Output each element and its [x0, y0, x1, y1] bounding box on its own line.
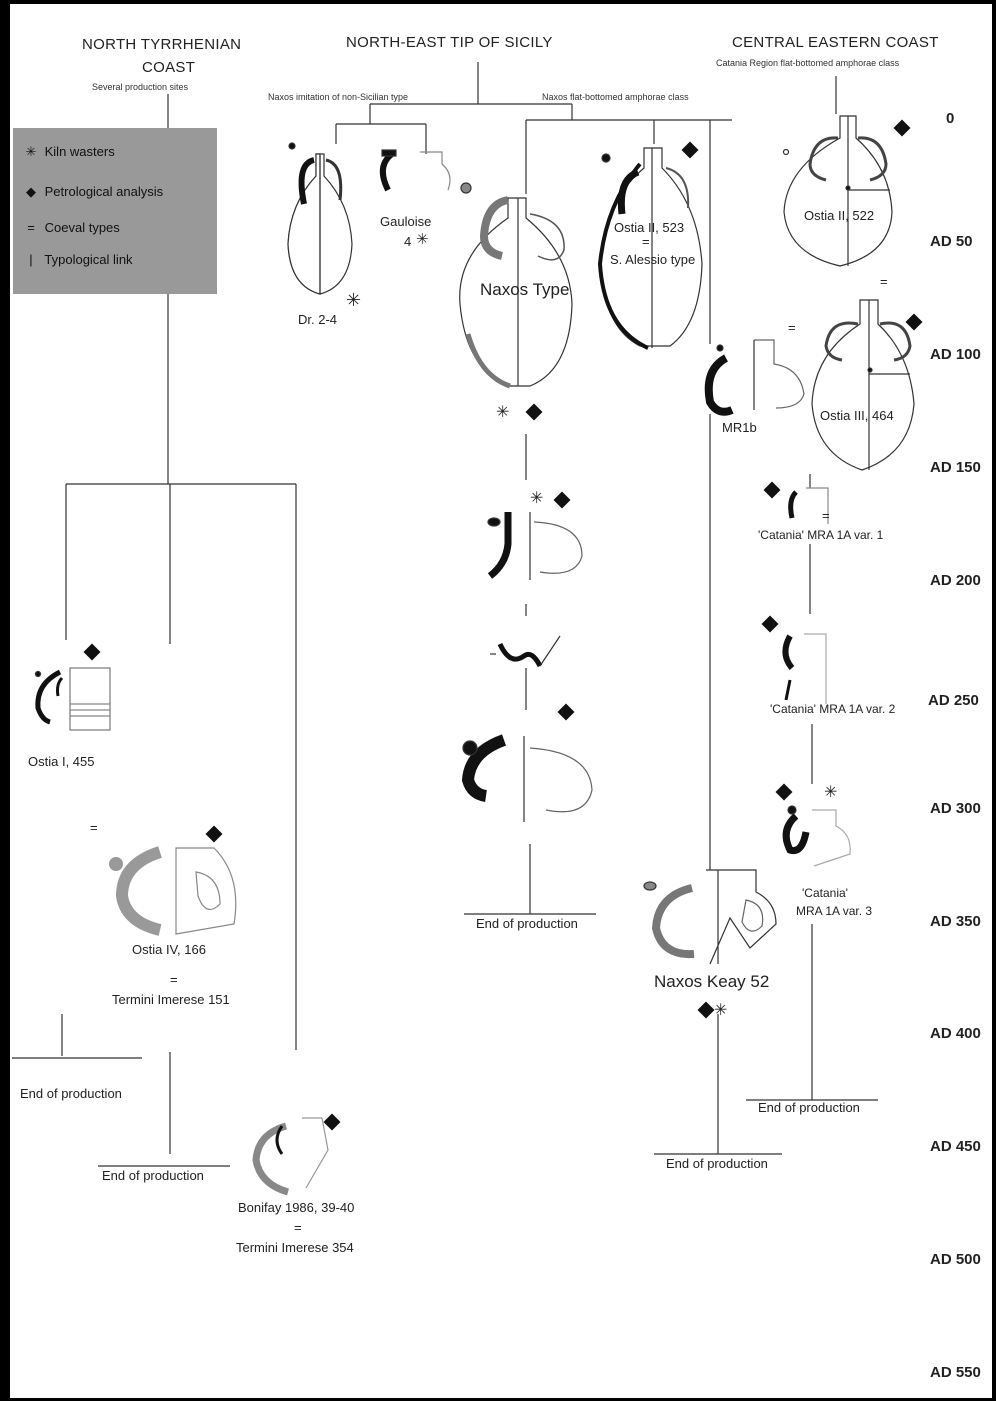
timeline-label: AD 550: [930, 1364, 981, 1381]
timeline-label: AD 500: [930, 1251, 981, 1268]
timeline-label: AD 50: [930, 233, 973, 250]
petrological-markers: [83, 119, 923, 1131]
timeline-label: AD 400: [930, 1025, 981, 1042]
subheader-catania-region: Catania Region flat-bottomed amphorae cl…: [716, 58, 900, 68]
label-dr24: Dr. 2-4: [298, 312, 338, 327]
timeline-label: AD 150: [930, 459, 981, 476]
amphora-naxos-keay52: [643, 869, 777, 965]
timeline-label: AD 100: [930, 346, 981, 363]
fragment-naxos-2: [490, 635, 561, 668]
label-catania-var2: 'Catania' MRA 1A var. 2: [770, 702, 896, 716]
legend-kiln-wasters: ✳ Kiln wasters: [21, 144, 115, 160]
header-central-eastern: CENTRAL EASTERN COAST: [732, 34, 939, 51]
legend-petrological: ◆ Petrological analysis: [21, 184, 163, 200]
connector-lines: [12, 62, 878, 1167]
fragment-catania-var2: [782, 633, 827, 704]
fragment-naxos-1: [487, 512, 583, 580]
subheader-naxos-flat: Naxos flat-bottomed amphorae class: [542, 92, 689, 102]
label-end-production: End of production: [476, 916, 578, 931]
label-naxos-keay52: Naxos Keay 52: [654, 972, 770, 991]
amphora-mr1b: [704, 339, 805, 416]
header-north-tyrrhenian-coast: COAST: [142, 59, 196, 76]
label-end-production: End of production: [666, 1156, 768, 1171]
label-catania-var1: 'Catania' MRA 1A var. 1: [758, 528, 884, 542]
timeline-label: AD 300: [930, 800, 981, 817]
header-north-east-sicily: NORTH-EAST TIP OF SICILY: [346, 34, 553, 51]
label-ostia4-166: Ostia IV, 166: [132, 942, 206, 957]
legend: ✳ Kiln wasters ◆ Petrological analysis =…: [13, 128, 217, 294]
legend-coeval: = Coeval types: [21, 220, 120, 235]
fragment-naxos-3: [461, 734, 593, 822]
label-catania-var3-type: MRA 1A var. 3: [796, 904, 873, 918]
amphora-ostia2-523: [597, 147, 703, 350]
label-ostia2-522: Ostia II, 522: [804, 208, 875, 223]
label-end-production: End of production: [758, 1100, 860, 1115]
label-end-production: End of production: [20, 1086, 122, 1101]
label-gauloise-num: 4: [404, 234, 412, 249]
label-bonifay: Bonifay 1986, 39-40: [238, 1200, 355, 1215]
kiln-icon: ✳: [824, 784, 838, 801]
subheader-naxos-imitation: Naxos imitation of non-Sicilian type: [268, 92, 409, 102]
kiln-icon: ✳: [496, 404, 510, 421]
kiln-icon: ✳: [346, 290, 362, 310]
equals-icon: =: [27, 220, 35, 235]
label-termini-151: Termini Imerese 151: [112, 992, 230, 1007]
amphora-ostia1-455: [34, 667, 111, 731]
kiln-icon: ✳: [714, 1002, 728, 1019]
label-catania-var3: 'Catania': [802, 886, 848, 900]
amphora-ostia2-522: [782, 115, 893, 267]
diagram-frame: ✳ ✳ ✳ ✳ ✳ ✳ NORTH TYRRHENIAN COAST Sever…: [10, 4, 992, 1398]
subheader-production-sites: Several production sites: [92, 82, 189, 92]
coeval-equals: =: [788, 320, 796, 335]
label-end-production: End of production: [102, 1168, 204, 1183]
fragment-catania-var3: [782, 805, 851, 867]
coeval-equals: =: [294, 1220, 302, 1235]
amphora-dr24: [287, 142, 353, 295]
kiln-icon: ✳: [416, 231, 429, 248]
label-naxos-type: Naxos Type: [480, 280, 570, 299]
label-gauloise: Gauloise: [380, 214, 432, 229]
label-mr1b: MR1b: [722, 420, 757, 435]
timeline-label: AD 450: [930, 1138, 981, 1155]
coeval-equals: =: [90, 820, 98, 835]
timeline-label: 0: [946, 110, 955, 127]
header-north-tyrrhenian: NORTH TYRRHENIAN: [82, 36, 242, 53]
coeval-equals: =: [880, 274, 888, 289]
amphora-ostia3-464: [811, 299, 915, 471]
diagram-canvas: [12, 62, 923, 1196]
coeval-equals: =: [822, 508, 830, 523]
timeline-label: AD 350: [930, 913, 981, 930]
asterisk-icon: ✳: [25, 144, 37, 159]
amphora-bonifay: [252, 1117, 329, 1196]
legend-typological: | Typological link: [21, 252, 132, 267]
label-ostia3-464: Ostia III, 464: [820, 408, 894, 423]
coeval-equals: =: [170, 972, 178, 987]
amphora-gauloise4: [379, 149, 451, 192]
label-s-alessio: S. Alessio type: [610, 252, 696, 267]
kiln-icon: ✳: [530, 490, 544, 507]
amphora-naxos-type: [459, 182, 573, 389]
timeline-label: AD 200: [930, 572, 981, 589]
diamond-icon: ◆: [26, 184, 36, 199]
coeval-equals: =: [642, 234, 650, 249]
fragment-catania-var1: [788, 487, 829, 524]
amphora-ostia4-166: [109, 846, 237, 936]
label-ostia1-455: Ostia I, 455: [28, 754, 95, 769]
timeline-label: AD 250: [928, 692, 979, 709]
bar-icon: |: [29, 252, 33, 267]
label-termini-354: Termini Imerese 354: [236, 1240, 354, 1255]
label-ostia2-523: Ostia II, 523: [614, 220, 685, 235]
